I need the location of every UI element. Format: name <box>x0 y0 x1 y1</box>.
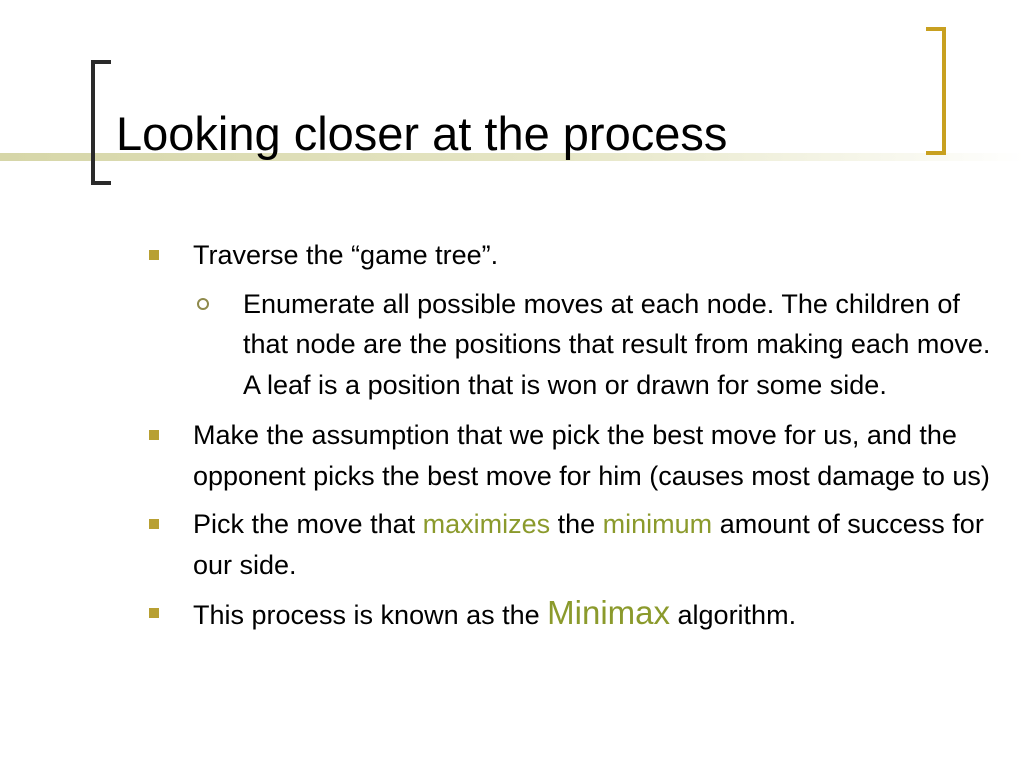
bullet-item-traverse: Traverse the “game tree”. <box>145 235 995 276</box>
square-bullet-icon <box>149 250 159 260</box>
sub-bullet-text: Enumerate all possible moves at each nod… <box>243 288 991 400</box>
bullet-item-pick-move: Pick the move that maximizes the minimum… <box>145 504 995 585</box>
slide-title: Looking closer at the process <box>116 107 728 160</box>
left-bracket-decoration <box>91 60 111 185</box>
right-bracket-decoration <box>926 27 946 155</box>
bullet-text: Traverse the “game tree”. <box>193 240 499 270</box>
bullet-item-minimax: This process is known as the Minimax alg… <box>145 593 995 636</box>
bullet-text-part: Pick the move that <box>193 509 423 539</box>
highlight-minimax: Minimax <box>547 594 671 631</box>
square-bullet-icon <box>149 519 159 529</box>
bullet-text-part: algorithm. <box>670 600 797 630</box>
bullet-text-part: This process is known as the <box>193 600 548 630</box>
bullet-text: Make the assumption that we pick the bes… <box>193 420 990 491</box>
square-bullet-icon <box>149 430 159 440</box>
sub-bullet-item-enumerate: Enumerate all possible moves at each nod… <box>145 284 995 406</box>
bullet-text-part: the <box>550 509 603 539</box>
circle-bullet-icon <box>197 297 209 310</box>
highlight-minimum: minimum <box>602 509 713 539</box>
bullet-item-assumption: Make the assumption that we pick the bes… <box>145 415 995 496</box>
bullet-text-part: amount of success for our side. <box>193 509 984 580</box>
bullet-list: Traverse the “game tree”. Enumerate all … <box>145 235 995 644</box>
title-underline-bar <box>0 153 1024 161</box>
square-bullet-icon <box>149 608 159 618</box>
highlight-maximizes: maximizes <box>422 509 551 539</box>
